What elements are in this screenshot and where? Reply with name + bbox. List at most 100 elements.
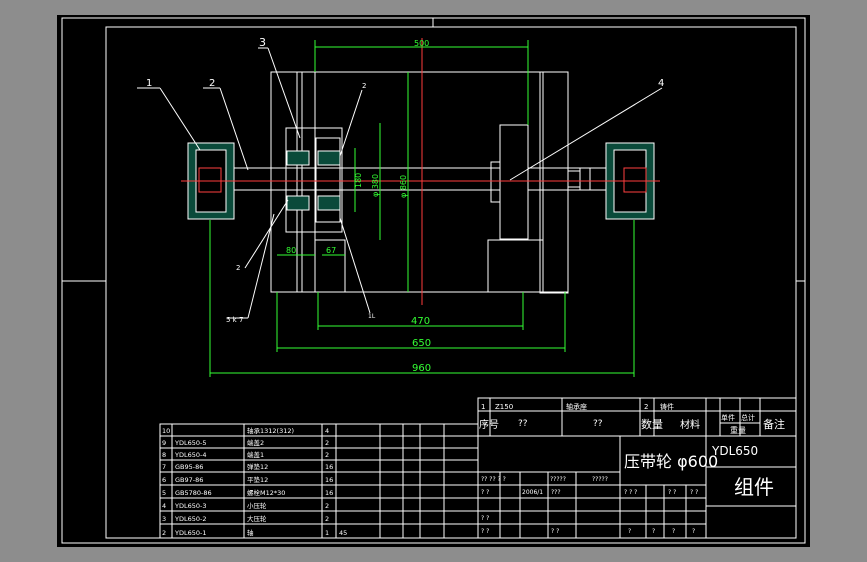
tb-misc-7: ? ? xyxy=(481,515,489,522)
tb-misc-16: ? xyxy=(692,528,695,535)
dim-d380: φ 380 xyxy=(371,174,380,197)
tb-h-total: 总计 xyxy=(741,413,755,422)
tb-misc-11: ? ? xyxy=(481,528,489,535)
bom-cell-code: GB5780-86 xyxy=(175,489,212,497)
bom-cell-code: YDL650-3 xyxy=(174,502,206,510)
callout-1: 1 xyxy=(146,78,152,89)
tb-misc-5: 2006/1 xyxy=(522,489,543,496)
bom-cell-no: 10 xyxy=(162,427,170,435)
tb-misc-6: ??? xyxy=(551,489,561,496)
bom-cell-qty: 2 xyxy=(325,451,329,459)
bom-cell-no: 4 xyxy=(162,502,166,510)
bom-cell-code: YDL650-2 xyxy=(174,515,206,523)
tb-h-q2: ?? xyxy=(593,419,603,429)
tb-h-weight: 重量 xyxy=(730,425,746,435)
bom-row: 10 轴承1312(312) 4 xyxy=(162,426,329,435)
bom-cell-no: 8 xyxy=(162,451,166,459)
callout-2b: 2 xyxy=(362,82,366,90)
tb-misc-13: ? xyxy=(628,528,631,535)
bom-cell-qty: 16 xyxy=(325,463,333,471)
bom-cell-no: 7 xyxy=(162,463,166,471)
tb-misc-12: ? ? xyxy=(551,528,559,535)
bom-row: 5 GB5780-86 螺栓M12*30 16 xyxy=(162,488,333,497)
sheet-background xyxy=(57,15,810,547)
tb-misc-1: ?? ?? ? ? xyxy=(481,476,506,483)
dimension-lines xyxy=(209,40,635,377)
tb-row1-qty: 2 xyxy=(644,403,648,411)
tb-h-note: 备注 xyxy=(763,417,785,431)
bom-cell-mat: 45 xyxy=(339,529,347,537)
dim-960: 960 xyxy=(412,363,431,374)
bom-row: 2 YDL650-1 轴 1 45 xyxy=(162,528,347,537)
tb-misc-3: ????? xyxy=(592,476,608,483)
tb-drawing-no: YDL650 xyxy=(711,444,758,458)
bom-cell-name: 弹垫12 xyxy=(247,462,268,471)
bom-cell-qty: 1 xyxy=(325,529,329,537)
tb-misc-8: ? ? ? xyxy=(624,489,637,496)
bom-cell-qty: 4 xyxy=(325,427,329,435)
tb-misc-9: ? ? xyxy=(668,489,676,496)
tb-misc-15: ? xyxy=(672,528,675,535)
dim-67: 67 xyxy=(326,246,336,255)
tb-h-seq: 序号 xyxy=(479,418,499,431)
dim-470: 470 xyxy=(411,316,430,327)
bom-cell-qty: 2 xyxy=(325,439,329,447)
dim-d180: 180 xyxy=(354,173,363,188)
callout-4: 4 xyxy=(658,78,664,89)
bom-row: 7 GB95-86 弹垫12 16 xyxy=(162,462,333,471)
tb-misc-4: ? ? xyxy=(481,489,489,496)
tb-row1-code: Z150 xyxy=(495,403,513,411)
bom-cell-qty: 2 xyxy=(325,515,329,523)
bom-table-grid xyxy=(159,423,479,539)
bom-cell-name: 轴承1312(312) xyxy=(247,426,294,435)
tb-misc-2: ????? xyxy=(550,476,566,483)
bom-cell-code: GB97-86 xyxy=(175,476,203,484)
bom-cell-no: 6 xyxy=(162,476,166,484)
inner-bearings xyxy=(286,150,341,211)
dim-650: 650 xyxy=(412,338,431,349)
bom-cell-no: 9 xyxy=(162,439,166,447)
bom-cell-name: 小压轮 xyxy=(247,501,267,510)
tb-assembly: 组件 xyxy=(734,475,774,499)
bom-cell-code: YDL650-5 xyxy=(174,439,206,447)
bom-cell-name: 大压轮 xyxy=(247,514,267,523)
bom-row: 3 YDL650-2 大压轮 2 xyxy=(162,514,329,523)
callout-2c: 2 xyxy=(236,264,240,272)
bom-cell-code: YDL650-1 xyxy=(174,529,206,537)
callout-bottom: 1L xyxy=(368,313,376,320)
dim-d860: φ 860 xyxy=(399,175,408,198)
callout-5k7: 5 k 7 xyxy=(226,316,243,324)
tb-part-title: 压带轮 φ600 xyxy=(624,452,718,471)
bom-cell-code: GB95-86 xyxy=(175,463,203,471)
tb-row1-mat: 铸件 xyxy=(660,402,674,411)
bom-cell-name: 平垫12 xyxy=(247,475,268,484)
bom-cell-no: 3 xyxy=(162,515,166,523)
tb-h-unit: 单件 xyxy=(721,413,735,422)
leader-lines xyxy=(137,47,663,319)
bom-cell-name: 端盖2 xyxy=(247,438,264,447)
callout-2: 2 xyxy=(209,78,215,89)
tb-h-qty: 数量 xyxy=(641,418,663,431)
tb-row1-no: 1 xyxy=(481,403,485,411)
bom-row: 6 GB97-86 平垫12 16 xyxy=(162,475,333,484)
tb-row1-name: 轴承座 xyxy=(566,402,587,411)
tb-h-mat: 材料 xyxy=(680,418,700,431)
bom-row: 9 YDL650-5 端盖2 2 xyxy=(162,438,329,447)
bom-cell-qty: 2 xyxy=(325,502,329,510)
tb-h-q1: ?? xyxy=(518,419,528,429)
bom-cell-no: 2 xyxy=(162,529,166,537)
bom-cell-qty: 16 xyxy=(325,476,333,484)
bom-cell-name: 螺栓M12*30 xyxy=(247,488,285,497)
bom-cell-name: 端盖1 xyxy=(247,450,264,459)
bom-cell-qty: 16 xyxy=(325,489,333,497)
bom-row: 4 YDL650-3 小压轮 2 xyxy=(162,501,329,510)
dim-80: 80 xyxy=(286,246,296,255)
bom-cell-no: 5 xyxy=(162,489,166,497)
bom-cell-name: 轴 xyxy=(247,528,254,537)
bom-row: 8 YDL650-4 端盖1 2 xyxy=(162,450,329,459)
dim-top: 500 xyxy=(414,39,429,48)
bom-cell-code: YDL650-4 xyxy=(174,451,206,459)
callout-3: 3 xyxy=(259,36,266,49)
